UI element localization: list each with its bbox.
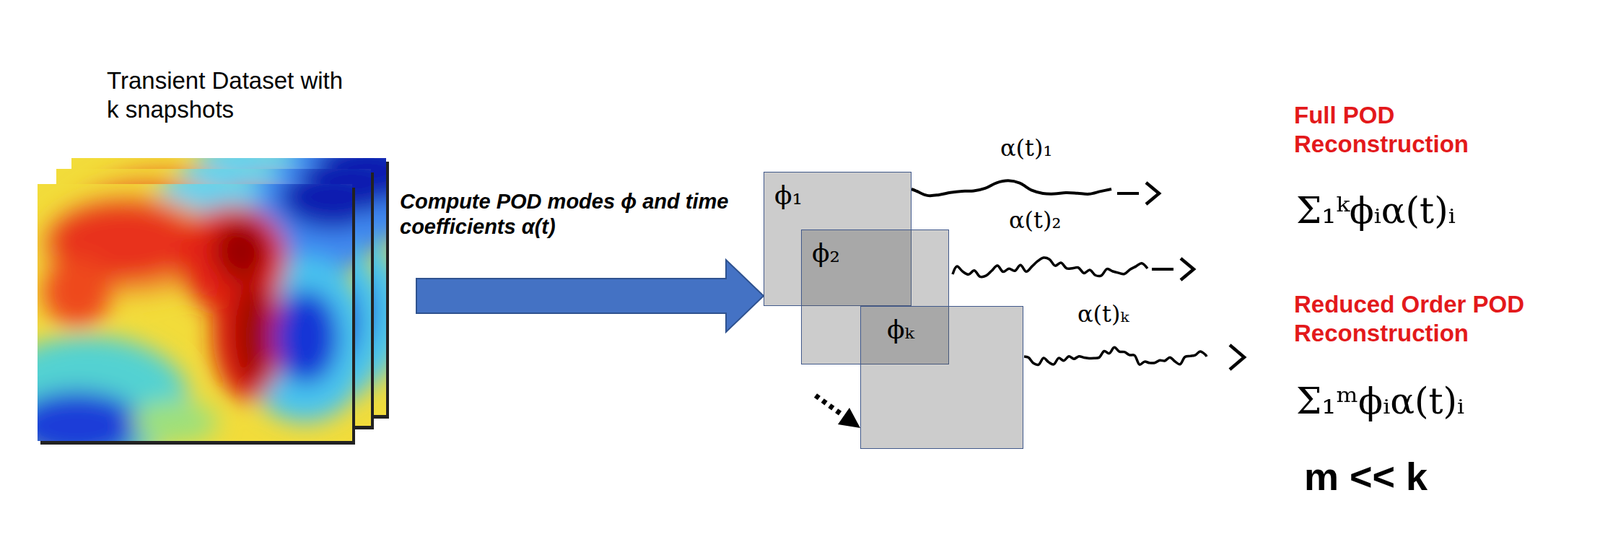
chevron-head xyxy=(1146,182,1160,205)
heatmap-copy xyxy=(37,184,353,441)
pod-mode-box: ϕₖ xyxy=(860,305,1024,449)
arrow-head xyxy=(837,407,861,428)
chevron-head xyxy=(1229,344,1245,370)
dotted-arrow xyxy=(815,395,861,428)
section-heading: Full POD Reconstruction xyxy=(1294,101,1576,159)
g-part xyxy=(37,184,353,441)
snapshot-image xyxy=(0,151,406,466)
dataset-heading: Transient Dataset with k snapshots xyxy=(106,66,353,124)
edge-label: Compute POD modes ϕ and time coefficient… xyxy=(399,189,754,240)
coefficient-label: α(t)₁ xyxy=(1000,134,1053,162)
coefficient-label: α(t)₂ xyxy=(1008,206,1061,234)
coefficient-curve xyxy=(911,180,1112,196)
reconstruction-formula: Σ₁ᵐϕᵢα(t)ᵢ xyxy=(1296,379,1465,423)
mode-label: ϕ₂ xyxy=(811,237,841,269)
block-arrow xyxy=(416,259,764,332)
coefficient-label: α(t)ₖ xyxy=(1077,300,1129,328)
dash-segment xyxy=(1117,191,1139,195)
mode-count-note: m << k xyxy=(1304,453,1428,501)
dataset-stack: Transient Dataset with k snapshots xyxy=(37,63,417,441)
coefficient-curve xyxy=(1024,347,1207,365)
reconstruction-formula: Σ₁ᵏϕᵢα(t)ᵢ xyxy=(1296,189,1456,233)
chevron-head xyxy=(1180,258,1194,281)
mode-label: ϕ₁ xyxy=(774,179,803,211)
coefficient-curve xyxy=(952,257,1148,278)
section-heading: Reduced Order POD Reconstruction xyxy=(1294,290,1583,348)
mode-label: ϕₖ xyxy=(886,313,915,345)
snapshot-stack xyxy=(0,125,440,466)
dotted-shaft xyxy=(815,395,842,415)
dash-segment xyxy=(1151,267,1174,271)
